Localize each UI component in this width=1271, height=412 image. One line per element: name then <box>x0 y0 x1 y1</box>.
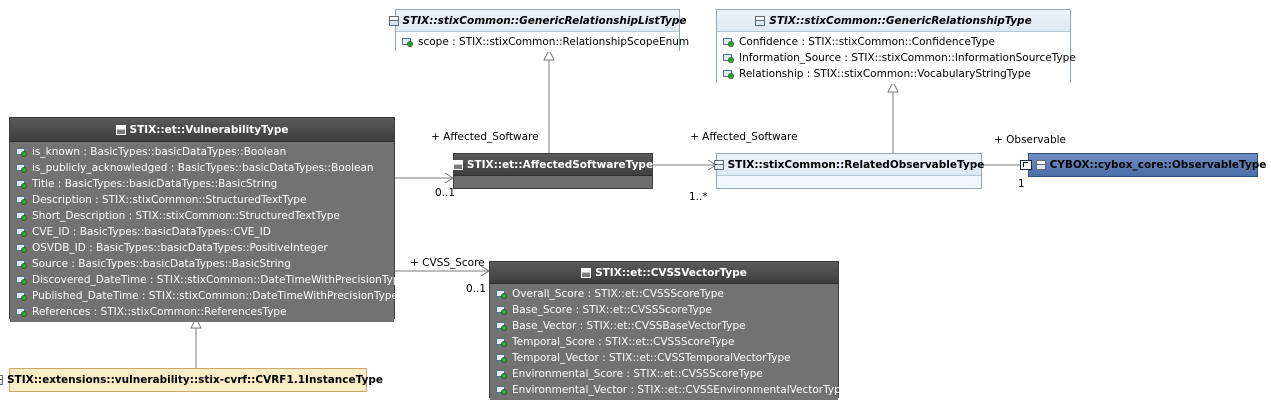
class-vulnerability[interactable]: STIX::et::VulnerabilityType is_known : B… <box>9 117 406 322</box>
class-header: STIX::stixCommon::GenericRelationshipTyp… <box>717 10 1070 32</box>
attribute-icon <box>496 289 508 299</box>
attribute: Published_DateTime : STIX::stixCommon::D… <box>16 288 398 304</box>
gen-triangle-list <box>543 48 555 61</box>
attribute-icon <box>16 211 28 221</box>
attribute-icon <box>496 305 508 315</box>
attribute-icon <box>496 321 508 331</box>
class-header: STIX::et::AffectedSoftwareType <box>452 154 654 176</box>
multiplicity-label: 0..1 <box>435 187 456 199</box>
attribute: Environmental_Score : STIX::et::CVSSScor… <box>496 366 834 382</box>
class-name: CYBOX::cybox_core::ObservableType <box>1049 159 1267 171</box>
class-header: CYBOX::cybox_core::ObservableType <box>1019 154 1266 176</box>
attribute-list: scope : STIX::stixCommon::RelationshipSc… <box>396 32 689 52</box>
class-header: STIX::extensions::vulnerability::stix-cv… <box>0 369 383 391</box>
gen-triangle-generic <box>887 80 899 93</box>
gen-triangle-vuln <box>190 316 202 329</box>
attribute-icon <box>16 275 28 285</box>
class-name: STIX::stixCommon::GenericRelationshipLis… <box>402 14 687 27</box>
attribute-icon <box>723 69 735 79</box>
attribute: OSVDB_ID : BasicTypes::basicDataTypes::P… <box>16 240 390 256</box>
class-header: STIX::et::VulnerabilityType <box>10 118 394 142</box>
class-header: STIX::stixCommon::RelatedObservableType <box>713 154 984 176</box>
class-observable[interactable]: CYBOX::cybox_core::ObservableType <box>1019 153 1266 177</box>
attribute-icon <box>16 259 28 269</box>
attribute: Title : BasicTypes::basicDataTypes::Basi… <box>16 176 390 192</box>
attribute: Information_Source : STIX::stixCommon::I… <box>723 50 1076 66</box>
multiplicity-label: 1 <box>1018 178 1025 190</box>
class-name: STIX::extensions::vulnerability::stix-cv… <box>6 374 384 386</box>
attribute: Description : STIX::stixCommon::Structur… <box>16 192 390 208</box>
attribute-icon <box>16 291 28 301</box>
attribute-list: Confidence : STIX::stixCommon::Confidenc… <box>717 32 1076 84</box>
attribute: Temporal_Score : STIX::et::CVSSScoreType <box>496 334 834 350</box>
class-icon <box>388 15 399 26</box>
attribute: Base_Vector : STIX::et::CVSSBaseVectorTy… <box>496 318 834 334</box>
attribute: scope : STIX::stixCommon::RelationshipSc… <box>402 34 689 50</box>
role-label-cvss-score: + CVSS_Score <box>410 257 485 269</box>
attribute-icon <box>16 163 28 173</box>
attribute-icon <box>16 147 28 157</box>
attribute: References : STIX::stixCommon::Reference… <box>16 304 390 320</box>
external-reference-icon <box>1019 160 1032 170</box>
role-label-affected-software: + Affected_Software <box>431 131 539 143</box>
attribute-icon <box>16 195 28 205</box>
class-cvss-vector[interactable]: STIX::et::CVSSVectorType Overall_Score :… <box>489 261 847 400</box>
class-generic-relationship[interactable]: STIX::stixCommon::GenericRelationshipTyp… <box>716 9 1076 84</box>
multiplicity-label: 0..1 <box>466 283 487 295</box>
attribute-icon <box>16 179 28 189</box>
attribute-list: is_known : BasicTypes::basicDataTypes::B… <box>10 142 406 322</box>
role-label-observable: + Observable <box>994 134 1067 146</box>
attribute: Base_Score : STIX::et::CVSSScoreType <box>496 302 834 318</box>
attribute-icon <box>496 369 508 379</box>
class-icon <box>713 159 724 170</box>
attribute: Environmental_Vector : STIX::et::CVSSEnv… <box>496 382 847 398</box>
attribute-icon <box>723 53 735 63</box>
attribute: Short_Description : STIX::stixCommon::St… <box>16 208 390 224</box>
class-related-observable[interactable]: STIX::stixCommon::RelatedObservableType <box>713 153 984 189</box>
attribute: Overall_Score : STIX::et::CVSSScoreType <box>496 286 834 302</box>
multiplicity-label: 1..* <box>689 191 708 203</box>
attribute-icon <box>16 243 28 253</box>
attribute-list: Overall_Score : STIX::et::CVSSScoreType … <box>490 284 847 400</box>
attribute-icon <box>16 307 28 317</box>
attribute: is_known : BasicTypes::basicDataTypes::B… <box>16 144 390 160</box>
attribute-icon <box>723 37 735 47</box>
class-icon <box>755 15 766 26</box>
class-name: STIX::stixCommon::GenericRelationshipTyp… <box>769 14 1032 27</box>
class-generic-relationship-list[interactable]: STIX::stixCommon::GenericRelationshipLis… <box>388 9 689 52</box>
attribute-icon <box>496 353 508 363</box>
class-icon <box>115 124 126 135</box>
class-header: STIX::et::CVSSVectorType <box>490 262 838 284</box>
attribute-icon <box>496 385 508 395</box>
class-cvrf-instance[interactable]: STIX::extensions::vulnerability::stix-cv… <box>0 368 383 392</box>
attribute-icon <box>402 37 414 47</box>
class-icon <box>1035 160 1046 170</box>
class-header: STIX::stixCommon::GenericRelationshipLis… <box>388 10 687 32</box>
role-label-affected-software: + Affected_Software <box>690 131 798 143</box>
class-icon <box>581 267 592 278</box>
class-name: STIX::et::AffectedSoftwareType <box>466 158 654 171</box>
attribute: Discovered_DateTime : STIX::stixCommon::… <box>16 272 406 288</box>
class-icon <box>452 159 463 170</box>
class-icon <box>0 375 3 385</box>
class-name: STIX::et::CVSSVectorType <box>595 266 747 279</box>
attribute: CVE_ID : BasicTypes::basicDataTypes::CVE… <box>16 224 390 240</box>
class-affected-software[interactable]: STIX::et::AffectedSoftwareType <box>452 153 654 189</box>
attribute: Relationship : STIX::stixCommon::Vocabul… <box>723 66 1066 82</box>
attribute: Temporal_Vector : STIX::et::CVSSTemporal… <box>496 350 834 366</box>
attribute: Source : BasicTypes::basicDataTypes::Bas… <box>16 256 390 272</box>
class-name: STIX::et::VulnerabilityType <box>129 123 289 136</box>
class-name: STIX::stixCommon::RelatedObservableType <box>727 158 985 171</box>
attribute: is_publicly_acknowledged : BasicTypes::b… <box>16 160 390 176</box>
attribute-icon <box>496 337 508 347</box>
attribute: Confidence : STIX::stixCommon::Confidenc… <box>723 34 1066 50</box>
attribute-icon <box>16 227 28 237</box>
